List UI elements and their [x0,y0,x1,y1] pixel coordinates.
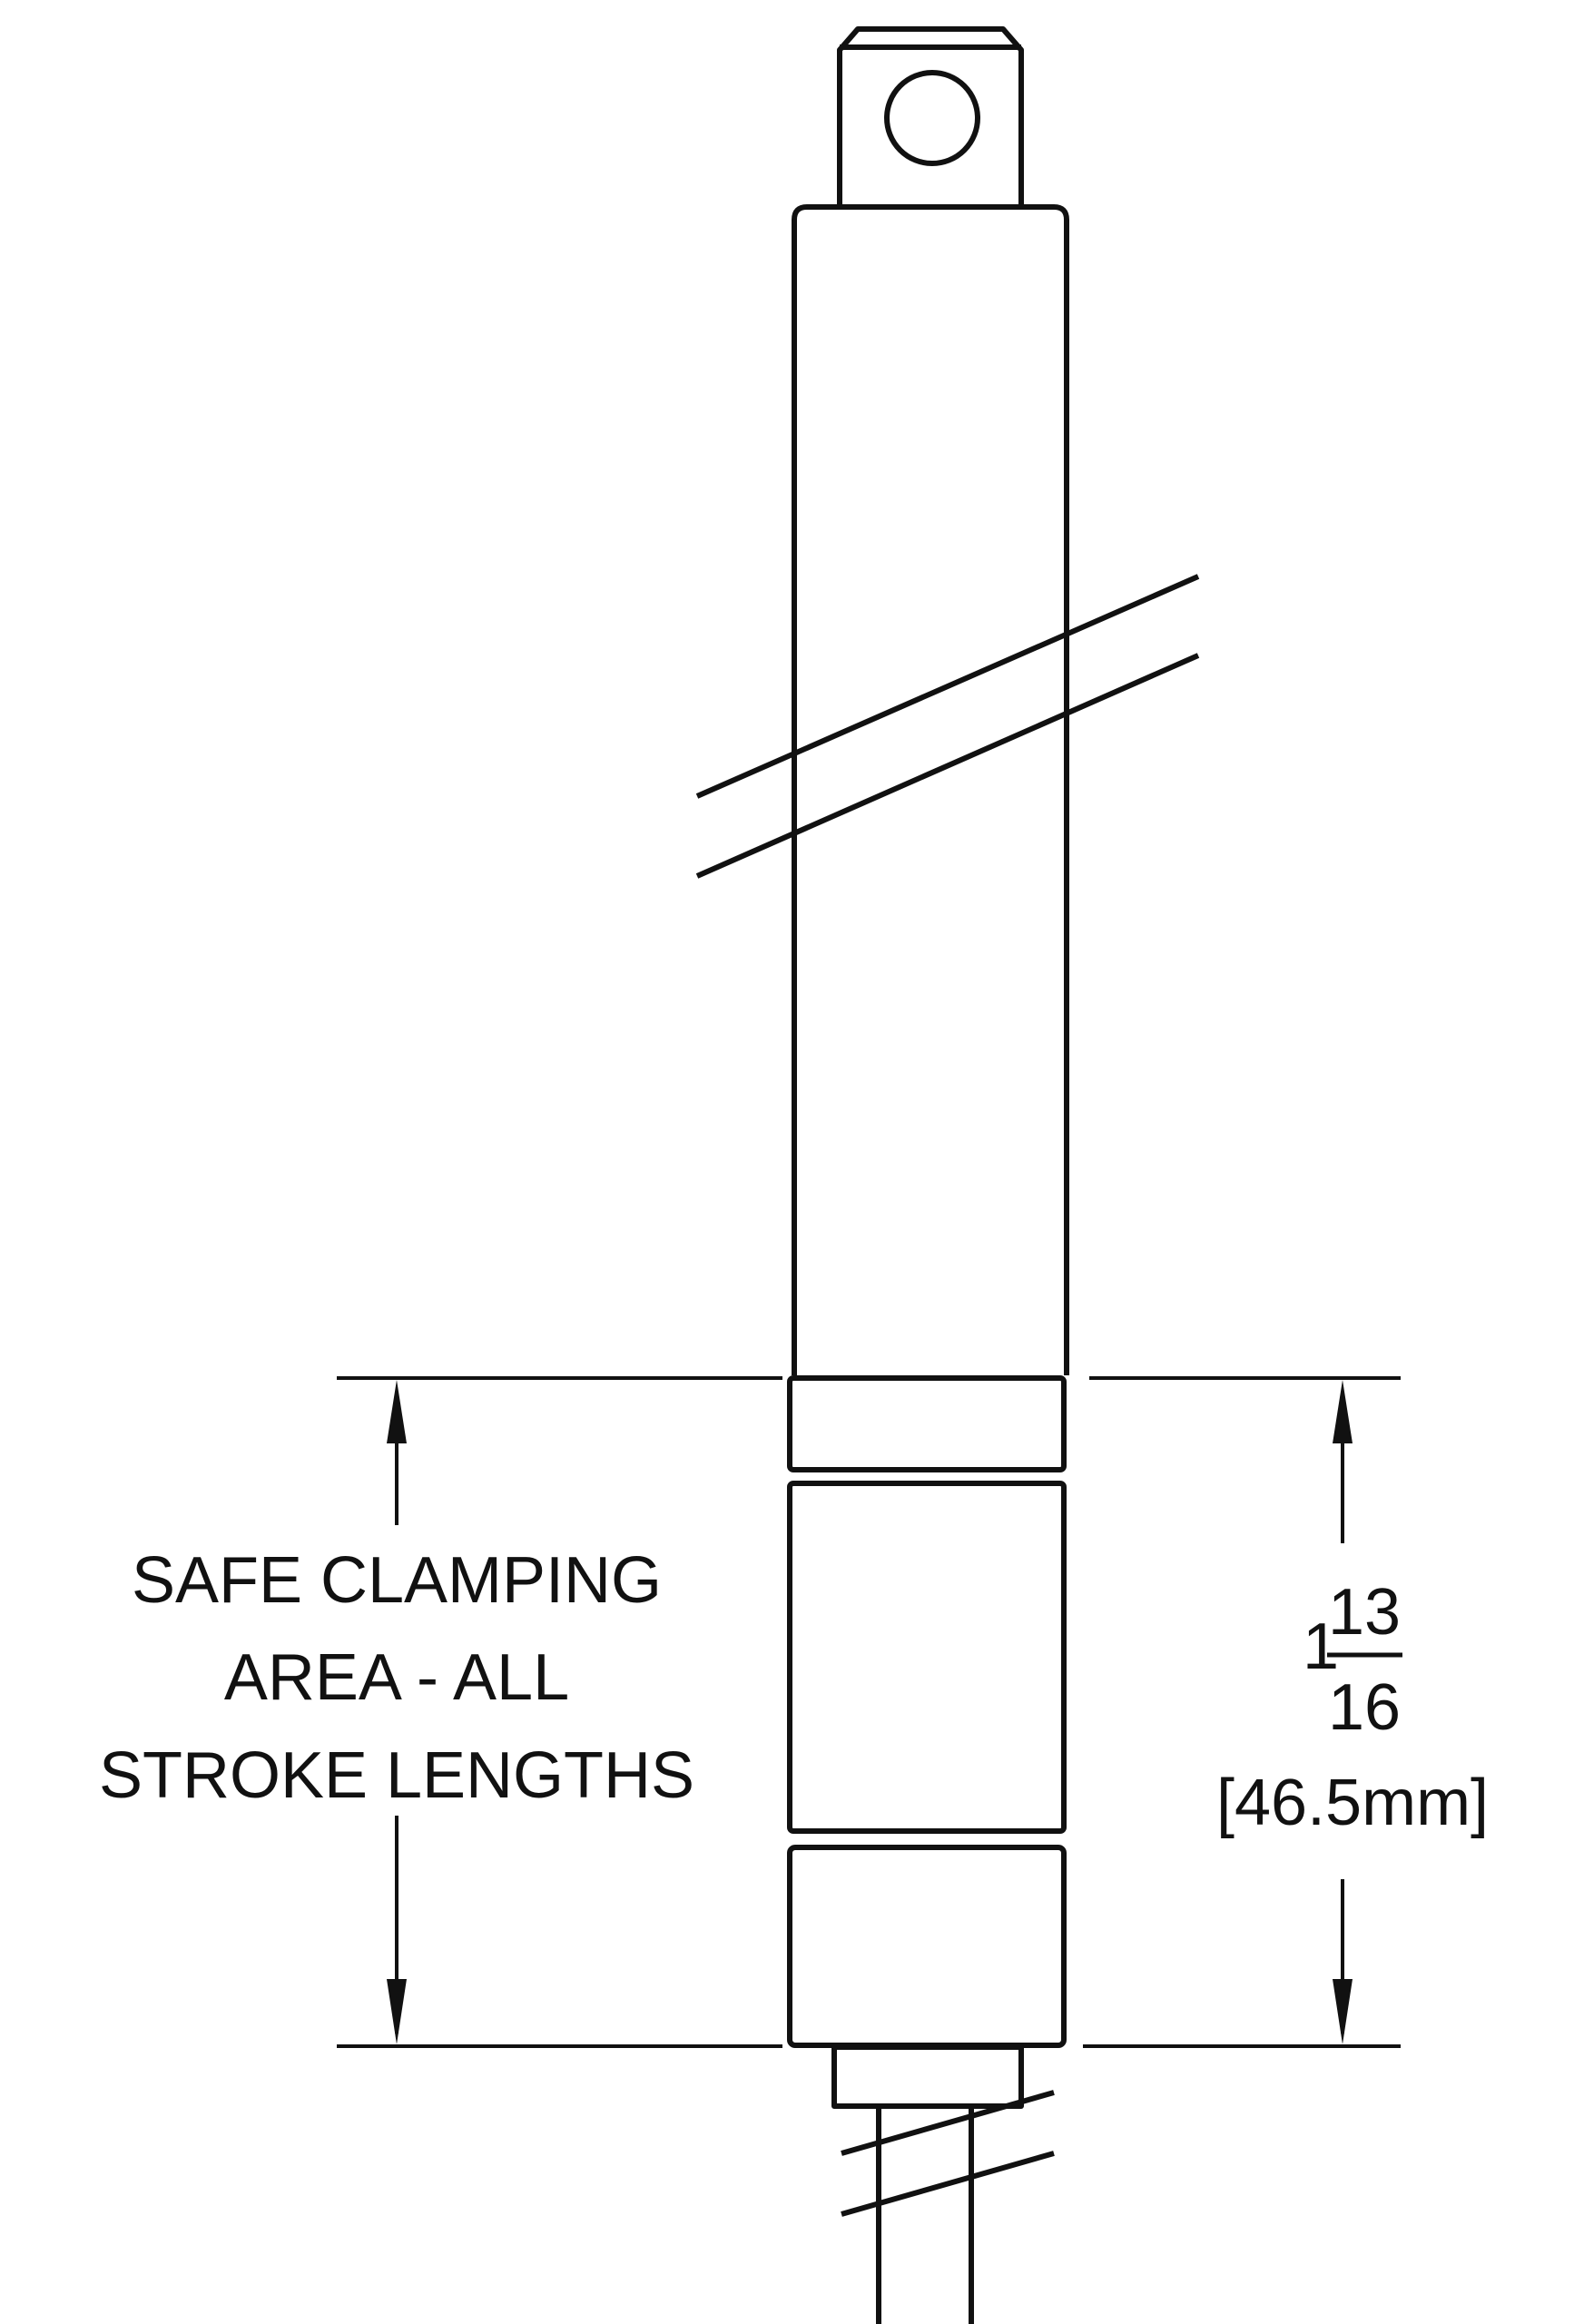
left-dimension-arrows [387,1380,407,2044]
arrow-down-icon [1333,1979,1353,2044]
hatched-band-3 [787,1845,1067,2048]
cylinder-body [792,204,1069,1375]
arrow-up-icon [387,1380,407,1443]
dimension-value: 1 13 16 [46.5mm] [1216,1576,1489,1839]
dimension-metric: [46.5mm] [1216,1767,1489,1839]
safe-clamping-bands [787,1375,1067,2048]
pin-hole [884,70,980,166]
extension-lines [337,1376,1401,2048]
label-line-3: STROKE LENGTHS [99,1739,694,1812]
body-break-lines [695,574,1200,879]
hatched-band-1 [787,1375,1067,1472]
dimension-numerator: 13 [1328,1576,1401,1649]
safe-clamping-label: SAFE CLAMPING AREA - ALL STROKE LENGTHS [99,1544,694,1812]
rod-collar [831,2044,1024,2109]
hatched-band-2 [787,1481,1067,1834]
dimension-whole: 1 [1303,1610,1339,1683]
arrow-up-icon [1333,1380,1353,1443]
dimension-denominator: 16 [1328,1671,1401,1744]
right-dimension-arrows [1333,1380,1353,2044]
clevis [837,26,1024,204]
rod [841,2090,1055,2324]
label-line-2: AREA - ALL [224,1641,569,1714]
arrow-down-icon [387,1979,407,2044]
label-line-1: SAFE CLAMPING [132,1544,662,1617]
